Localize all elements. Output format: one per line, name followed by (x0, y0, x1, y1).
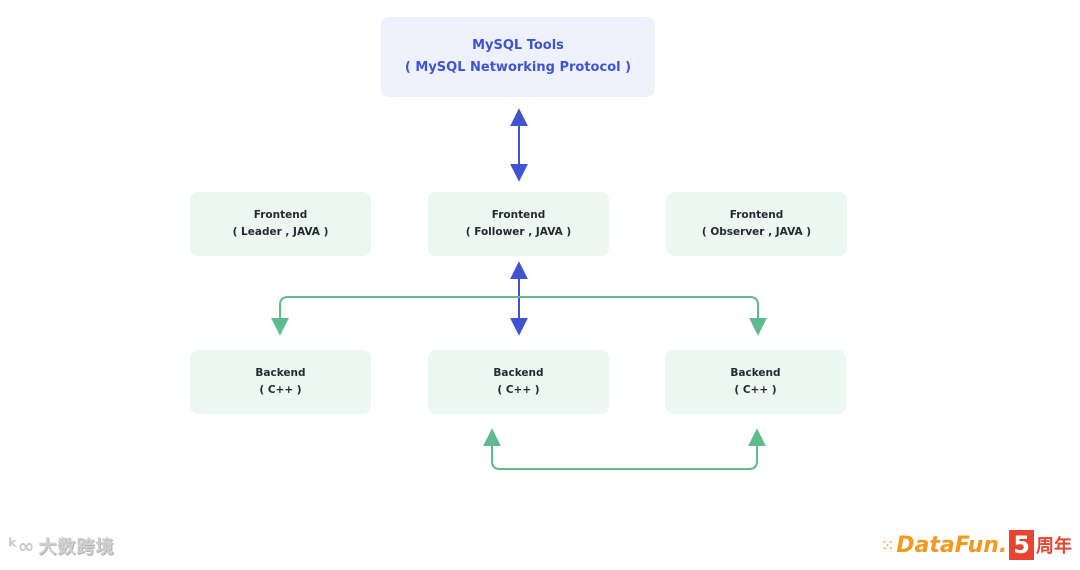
frontend-leader-node: Frontend ( Leader , JAVA ) (190, 192, 371, 256)
backend-replication-arrow (483, 428, 766, 470)
mysql-tools-node: MySQL Tools ( MySQL Networking Protocol … (381, 17, 655, 97)
frontend-follower-subtitle: ( Follower , JAVA ) (465, 226, 572, 238)
backend-center-title: Backend (493, 367, 544, 379)
backend-right-node: Backend ( C++ ) (665, 350, 846, 414)
datafun-dots-icon: ⁙ (880, 535, 895, 555)
frontend-observer-subtitle: ( Observer , JAVA ) (701, 226, 812, 238)
watermark-right: ⁙ DataFun. 5 周年 (881, 530, 1072, 560)
frontend-to-backends-arrow (271, 296, 767, 336)
backend-center-node: Backend ( C++ ) (428, 350, 609, 414)
backend-left-node: Backend ( C++ ) (190, 350, 371, 414)
frontend-leader-title: Frontend (253, 209, 308, 221)
datafun-brand: DataFun. (896, 532, 1008, 558)
watermark-left: ᵏ∞ 大数跨境 (8, 533, 114, 559)
backend-right-subtitle: ( C++ ) (734, 384, 777, 396)
backend-left-subtitle: ( C++ ) (259, 384, 302, 396)
frontend-observer-title: Frontend (729, 209, 784, 221)
mysql-tools-title: MySQL Tools (472, 38, 564, 53)
anniversary-suffix: 周年 (1036, 536, 1072, 557)
watermark-left-text: 大数跨境 (38, 537, 115, 558)
backend-left-title: Backend (255, 367, 306, 379)
frontend-observer-node: Frontend ( Observer , JAVA ) (666, 192, 847, 256)
frontend-follower-title: Frontend (491, 209, 546, 221)
backend-right-title: Backend (730, 367, 781, 379)
frontend-leader-subtitle: ( Leader , JAVA ) (232, 226, 329, 238)
anniversary-number: 5 (1009, 530, 1034, 560)
backend-center-subtitle: ( C++ ) (497, 384, 540, 396)
mysql-tools-subtitle: ( MySQL Networking Protocol ) (404, 60, 632, 75)
frontend-follower-node: Frontend ( Follower , JAVA ) (428, 192, 609, 256)
watermark-logo-icon: ᵏ∞ (8, 534, 35, 558)
